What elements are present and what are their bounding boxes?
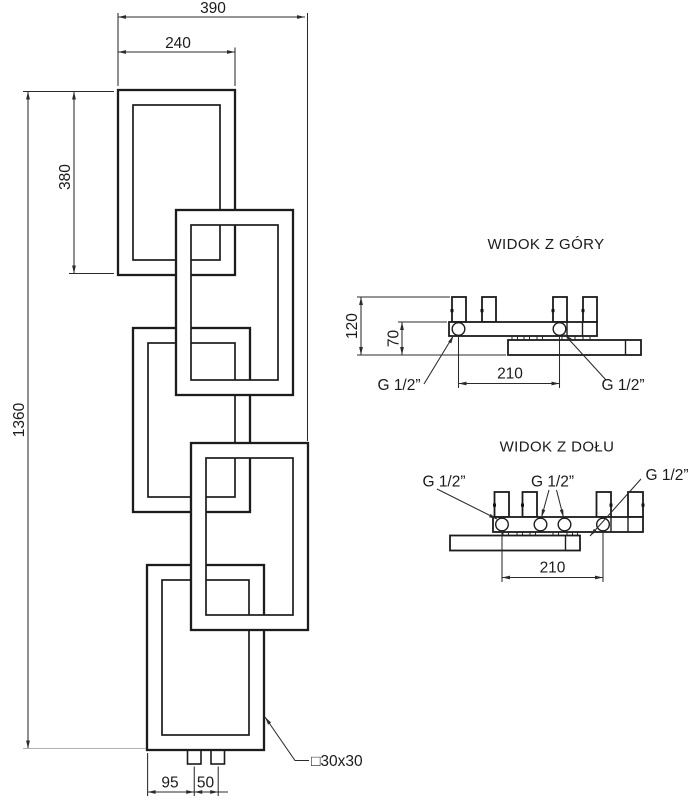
dim-bottom-offset-value: 95 (161, 775, 178, 792)
dim-bottom-spacing-value: 50 (197, 775, 215, 792)
dim-bottom-connections: 95 50 (147, 753, 228, 796)
dim-total-width: 390 (117, 0, 309, 441)
dim-depth-120: 120 (344, 296, 506, 356)
top-view-title: WIDOK Z GÓRY (487, 236, 604, 253)
bottom-view-connection-label-right: G 1/2” (589, 467, 689, 537)
radiator-link-4 (189, 441, 310, 632)
bottom-view-title: WIDOK Z DOŁU (500, 439, 615, 456)
dim-top-spacing-210: 210 (457, 337, 561, 388)
top-view-collector (448, 321, 598, 337)
top-view-connection-circle-left (451, 322, 466, 337)
bottom-view-back-stub-edges (502, 532, 579, 536)
connection-size-label: G 1/2” (377, 377, 420, 394)
bottom-view-connection-label-center: G 1/2” (531, 474, 574, 518)
bottom-view-rear-bar (449, 534, 581, 552)
connection-size-label: G 1/2” (422, 474, 465, 491)
connection-size-label: G 1/2” (601, 377, 644, 394)
top-view-connection-circle-right (552, 322, 567, 337)
radiator-link-2 (174, 208, 295, 397)
dim-bottom-spacing-210: 210 (501, 531, 604, 582)
bottom-view-connection-circle-2 (533, 517, 548, 532)
top-view-tube-stubs (450, 296, 598, 323)
dim-link-height-value: 380 (57, 164, 74, 190)
bottom-view-connection-circle-3 (557, 517, 572, 532)
front-view: 390 240 380 1360 (11, 0, 363, 796)
dim-depth-value: 120 (344, 313, 361, 339)
dim-link-height: 380 (23, 90, 114, 275)
dim-inner-depth-70: 70 (386, 321, 447, 355)
bottom-connection-stubs (186, 749, 226, 765)
bottom-view: WIDOK Z DOŁU (422, 439, 689, 582)
dim-top-spacing-value: 210 (497, 366, 523, 383)
top-view-connection-label-left: G 1/2” (377, 335, 454, 394)
top-view-connection-label-right: G 1/2” (564, 334, 645, 394)
dim-total-width-value: 390 (200, 0, 226, 17)
profile-callout: □30x30 (264, 716, 363, 770)
connection-size-label: G 1/2” (531, 474, 574, 491)
profile-label: □30x30 (311, 753, 363, 770)
top-view-rear-bar (507, 339, 642, 356)
dim-total-height: 1360 (11, 91, 146, 750)
dim-total-height-value: 1360 (11, 402, 28, 437)
bottom-view-connection-circle-4 (596, 517, 611, 532)
dim-inner-depth-value: 70 (386, 330, 403, 348)
bottom-view-connection-circle-1 (495, 517, 510, 532)
top-view: WIDOK Z GÓRY (344, 236, 645, 394)
bottom-view-tube-stubs (493, 491, 645, 518)
connection-size-label: G 1/2” (645, 467, 688, 484)
dim-link-width: 240 (118, 35, 236, 86)
dim-bottom-spacing-value: 210 (540, 560, 566, 577)
bottom-view-connection-label-left: G 1/2” (422, 474, 498, 520)
dim-link-width-value: 240 (165, 35, 191, 52)
